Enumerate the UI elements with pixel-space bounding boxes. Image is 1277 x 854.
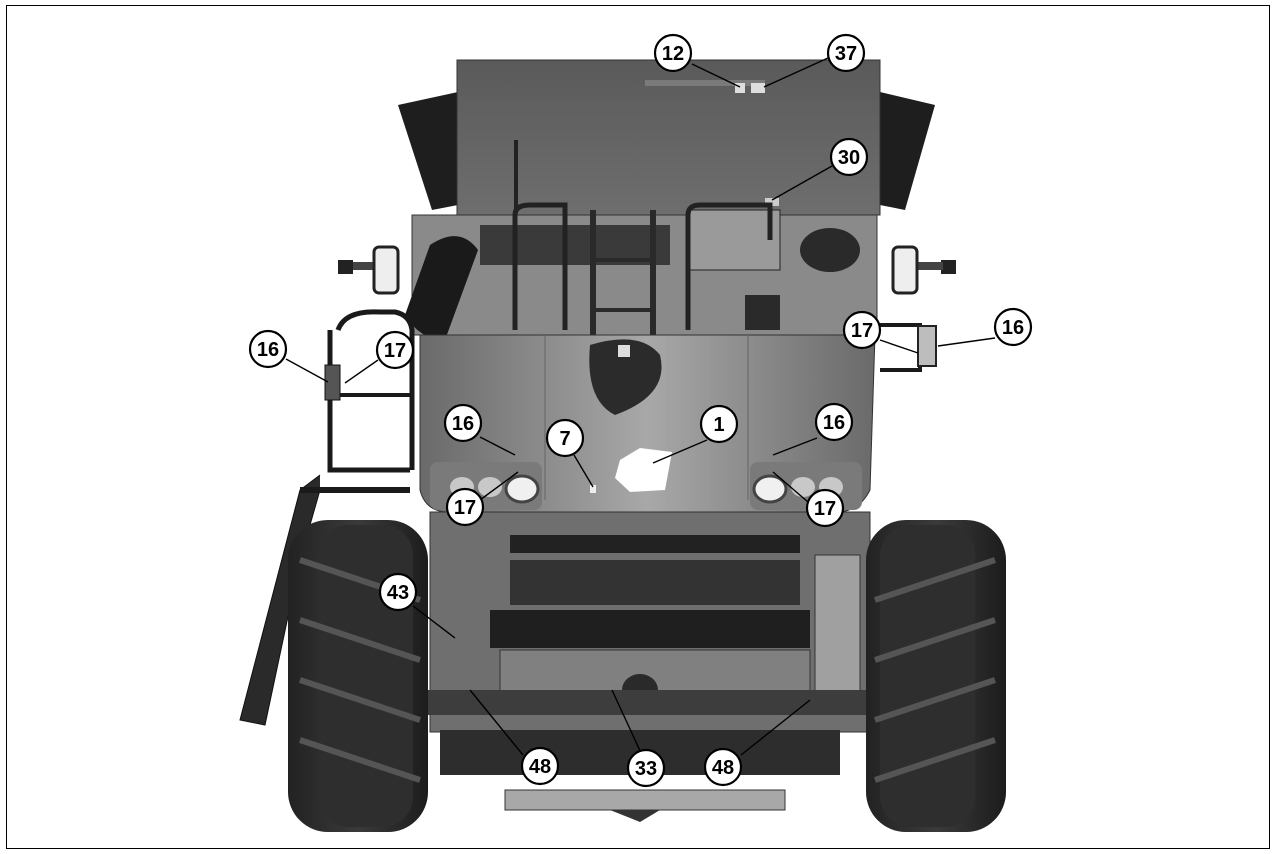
callout-33: 33: [626, 748, 666, 788]
callout-17-right-lamp: 17: [805, 488, 845, 528]
right-rear-tire: [866, 520, 1006, 832]
svg-text:17: 17: [851, 320, 873, 342]
svg-text:30: 30: [838, 147, 860, 169]
callout-12: 12: [653, 33, 693, 73]
svg-text:17: 17: [384, 340, 406, 362]
leader-16-right-lamp: [772, 437, 818, 456]
callout-1: 1: [699, 404, 739, 444]
right-lamp-bracket: [880, 323, 937, 372]
svg-text:12: 12: [662, 43, 684, 65]
leader-7: [573, 454, 594, 488]
callout-16-right-rail: 16: [993, 307, 1033, 347]
svg-text:37: 37: [835, 43, 857, 65]
callout-16-right-lamp: 16: [814, 402, 854, 442]
svg-text:16: 16: [1002, 317, 1024, 339]
leader-17-left-rail: [344, 359, 379, 384]
rear-hood: [419, 334, 876, 513]
callout-17-left-rail: 17: [375, 330, 415, 370]
svg-text:16: 16: [823, 412, 845, 434]
callout-43: 43: [378, 572, 418, 612]
svg-text:17: 17: [454, 497, 476, 519]
svg-text:33: 33: [635, 758, 657, 780]
svg-text:17: 17: [814, 498, 836, 520]
callout-7: 7: [545, 418, 585, 458]
leader-16-left-lamp: [479, 436, 516, 456]
leader-37: [763, 57, 829, 88]
leader-17-right-rail: [879, 339, 919, 354]
leader-17-left-lamp: [479, 471, 519, 501]
callout-48-left: 48: [520, 746, 560, 786]
leader-33: [611, 689, 643, 756]
leader-lines: [285, 57, 996, 756]
svg-text:16: 16: [452, 413, 474, 435]
leader-43: [412, 605, 456, 639]
callout-16-left-rail: 16: [248, 329, 288, 369]
leader-17-right-lamp: [772, 471, 809, 503]
svg-text:7: 7: [559, 428, 570, 450]
svg-text:43: 43: [387, 582, 409, 604]
svg-text:1: 1: [713, 414, 724, 436]
leader-48-right: [740, 699, 811, 756]
leader-48-left: [469, 689, 524, 756]
svg-text:48: 48: [529, 756, 551, 778]
svg-text:48: 48: [712, 757, 734, 779]
leader-16-left-rail: [285, 358, 329, 383]
callout-16-left-lamp: 16: [443, 403, 483, 443]
leader-30: [771, 165, 833, 201]
callout-17-left-lamp: 17: [445, 487, 485, 527]
mirror-left: [338, 245, 400, 295]
mirror-right: [891, 245, 956, 295]
callout-30: 30: [829, 137, 869, 177]
callout-48-right: 48: [703, 747, 743, 787]
callout-37: 37: [826, 33, 866, 73]
leader-1: [652, 439, 708, 464]
callout-17-right-rail: 17: [842, 310, 882, 350]
leader-12: [691, 63, 741, 88]
leader-16-right-rail: [937, 337, 996, 347]
svg-text:16: 16: [257, 339, 279, 361]
